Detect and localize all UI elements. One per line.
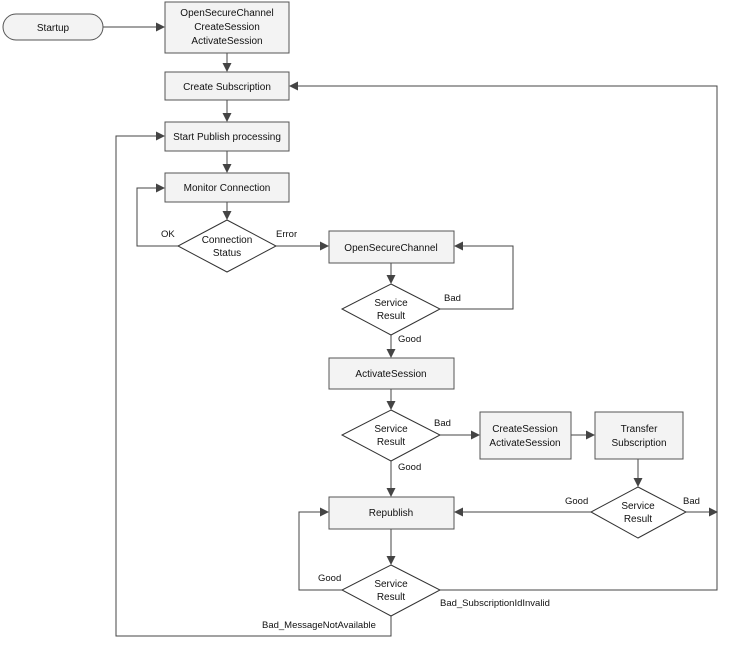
edge-label-bad-3: Bad	[683, 496, 700, 507]
node-label: Connection	[202, 235, 253, 246]
edge-label-good-3: Good	[565, 496, 588, 507]
node-connection-status: Connection Status	[176, 219, 278, 273]
node-label: Result	[377, 592, 406, 603]
edge-result-4-good-loop	[298, 507, 342, 591]
edge-result-4-bad-subscription	[289, 81, 718, 591]
node-start-publish: Start Publish processing	[164, 121, 290, 152]
node-create-subscription: Create Subscription	[164, 71, 290, 101]
node-service-result-3: Service Result	[589, 486, 688, 539]
node-label: ActivateSession	[489, 438, 560, 449]
node-label: CreateSession	[194, 22, 260, 33]
node-label: Result	[624, 514, 653, 525]
edges	[103, 22, 718, 637]
node-label: Republish	[369, 508, 413, 519]
decision-diamond	[176, 219, 278, 273]
decision-diamond	[340, 409, 442, 462]
node-label: OpenSecureChannel	[344, 243, 437, 254]
decision-diamond	[340, 283, 442, 336]
node-label: Monitor Connection	[184, 183, 271, 194]
node-label: Create Subscription	[183, 82, 271, 93]
edge-label-good-2: Good	[398, 462, 421, 473]
startup-shape	[2, 13, 104, 41]
node-label: OpenSecureChannel	[180, 8, 273, 19]
edge-label-good-4: Good	[318, 573, 341, 584]
process-box	[328, 496, 455, 530]
node-label: Transfer	[621, 424, 659, 435]
node-label: Result	[377, 311, 406, 322]
edge-label-bad-message-not-available: Bad_MessageNotAvailable	[262, 620, 376, 631]
node-service-result-2: Service Result	[340, 409, 442, 462]
edge-label-bad-subscription-id-invalid: Bad_SubscriptionIdInvalid	[440, 598, 550, 609]
edge-label-error: Error	[276, 229, 297, 240]
node-transfer-subscription: Transfer Subscription	[594, 411, 684, 460]
node-republish: Republish	[328, 496, 455, 530]
node-service-result-4: Service Result	[340, 564, 442, 617]
process-box	[328, 357, 455, 390]
node-label: Startup	[37, 23, 70, 34]
node-label: Service	[621, 501, 655, 512]
decision-diamond	[340, 564, 442, 617]
process-box	[328, 230, 455, 264]
edge-label-good-1: Good	[398, 334, 421, 345]
process-box	[479, 411, 572, 460]
node-label: Service	[374, 298, 408, 309]
decision-diamond	[589, 486, 688, 539]
edge-labels: OK Error Bad Good Bad Good Good Bad Good…	[161, 229, 700, 631]
node-label: Service	[374, 579, 408, 590]
edge-result-1-bad-loop	[440, 241, 514, 310]
process-box	[164, 71, 290, 101]
edge-label-bad-2: Bad	[434, 418, 451, 429]
node-label: Subscription	[611, 438, 666, 449]
node-open-secure-channel: OpenSecureChannel	[328, 230, 455, 264]
node-create-activate-session: CreateSession ActivateSession	[479, 411, 572, 460]
edge-result-4-bad-message	[115, 131, 392, 637]
process-box	[594, 411, 684, 460]
process-box	[164, 121, 290, 152]
node-label: CreateSession	[492, 424, 558, 435]
node-open-channel-start: OpenSecureChannel CreateSession Activate…	[164, 1, 290, 54]
node-label: Result	[377, 437, 406, 448]
process-box	[164, 172, 290, 203]
node-monitor-connection: Monitor Connection	[164, 172, 290, 203]
node-label: ActivateSession	[191, 36, 262, 47]
node-startup: Startup	[2, 13, 104, 41]
node-service-result-1: Service Result	[340, 283, 442, 336]
node-label: ActivateSession	[355, 369, 426, 380]
node-label: Start Publish processing	[173, 132, 281, 143]
process-box	[164, 1, 290, 54]
node-label: Service	[374, 424, 408, 435]
edge-label-bad-1: Bad	[444, 293, 461, 304]
edge-label-ok: OK	[161, 229, 175, 240]
edge-connection-ok-loop	[136, 183, 178, 247]
node-label: Status	[213, 248, 241, 259]
node-activate-session: ActivateSession	[328, 357, 455, 390]
